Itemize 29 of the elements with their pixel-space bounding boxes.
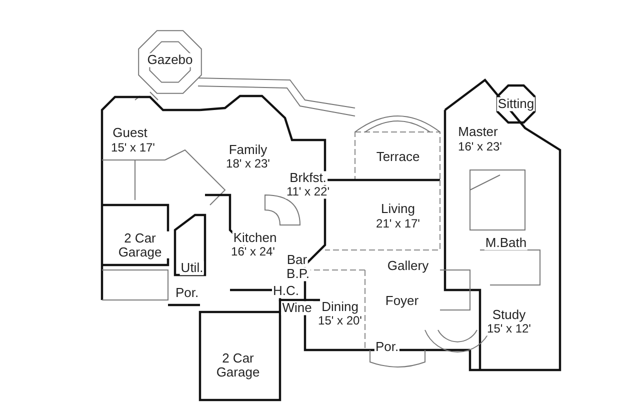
room-name: Living — [380, 202, 416, 216]
room-name: Study — [491, 308, 527, 322]
room-name: Guest — [112, 126, 148, 140]
room-name: Gazebo — [146, 53, 194, 67]
room-name: Kitchen — [232, 231, 278, 245]
room-name: Foyer — [384, 294, 420, 308]
room-dimension: 11' x 22' — [285, 186, 331, 198]
room-name: Dining — [320, 300, 360, 314]
room-name: Sitting — [496, 97, 536, 111]
room-name: Util. — [180, 261, 204, 275]
room-dimension: 16' x 23' — [457, 140, 503, 154]
room-name: Bar — [286, 253, 308, 267]
room-name: Master — [457, 125, 499, 139]
room-dimension: 21' x 17' — [375, 218, 421, 230]
room-name: Wine — [281, 301, 313, 315]
room-dimension: 15' x 12' — [486, 322, 532, 336]
room-dimension: 18' x 23' — [225, 158, 271, 170]
room-name: Por. — [374, 340, 400, 354]
room-name: Gallery — [386, 259, 430, 273]
room-dimension: 15' x 20' — [317, 314, 363, 328]
room-name: Por. — [174, 286, 200, 300]
room-dimension: 16' x 24' — [230, 246, 276, 258]
room-name: B.P. — [286, 267, 310, 281]
room-name: Family — [228, 143, 268, 157]
room-name: Terrace — [375, 150, 421, 164]
room-name: H.C. — [272, 284, 300, 298]
room-name: Brkfst. — [288, 171, 328, 185]
room-dimension: 15' x 17' — [110, 142, 156, 154]
room-name: M.Bath — [484, 236, 528, 250]
